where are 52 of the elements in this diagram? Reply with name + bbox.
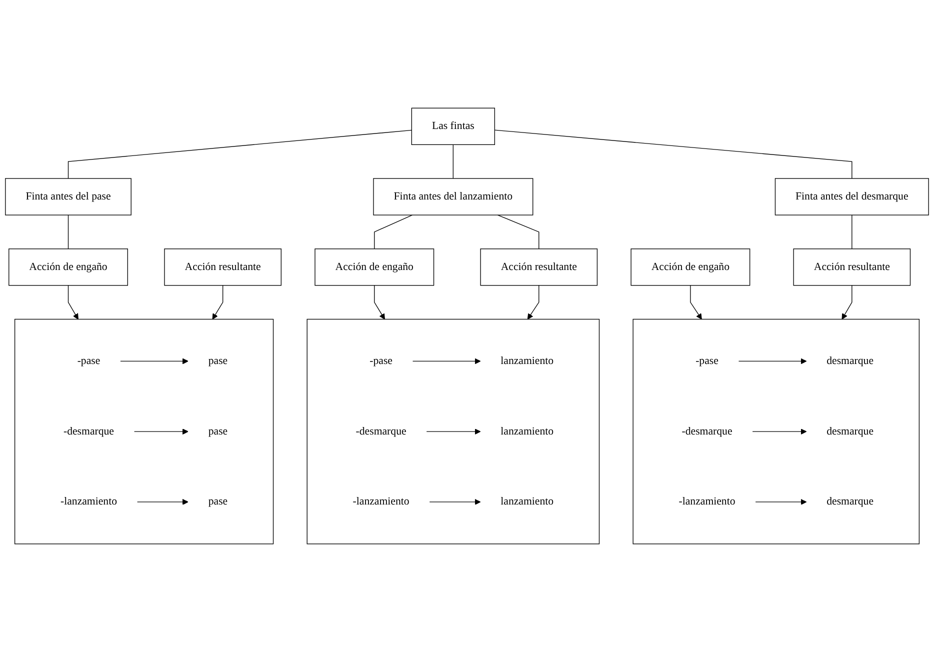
node-box [8,248,128,286]
node-text: -desmarque [63,425,114,437]
node-text: -lanzamiento [352,496,410,508]
node-text: desmarque [826,496,874,508]
node-text: lanzamiento [500,355,554,367]
connector [374,214,413,250]
cluster [306,318,600,544]
connector [452,144,454,179]
cluster [632,318,920,544]
node-box [793,248,911,286]
connector [497,214,540,250]
connector [494,130,852,179]
node-box [164,248,282,286]
arrow [752,428,807,435]
arrow [426,428,481,435]
node-text: pase [208,355,228,367]
arrow [738,358,807,364]
node-text: lanzamiento [500,496,554,508]
arrow [842,285,852,320]
arrow [136,498,188,505]
node-text: -pase [370,355,392,367]
node-text: desmarque [826,355,874,367]
arrow [68,285,78,320]
node-text: pase [208,496,228,508]
node-box [480,248,598,286]
arrow [755,498,807,505]
arrow [134,428,188,435]
connector [68,214,69,250]
arrow [412,358,481,364]
node-text: -pase [696,355,718,367]
node-text: desmarque [826,425,874,437]
node-text: pase [208,425,228,437]
arrow [212,285,224,320]
node-text: -desmarque [682,425,732,437]
node-text: -lanzamiento [60,496,117,508]
node-box [630,248,750,286]
node-box [5,178,132,216]
node-box [774,178,929,216]
arrow [374,285,385,320]
cluster [14,318,274,544]
node-text: -desmarque [356,425,406,437]
node-text: -pase [77,355,100,367]
arrow [527,285,540,320]
node-text: lanzamiento [500,425,554,437]
arrow [120,358,188,364]
node-box [373,178,534,216]
node-box [411,108,495,145]
node-text: -lanzamiento [678,496,736,508]
arrow [690,285,702,320]
connector [68,130,412,179]
arrow [429,498,481,505]
node-box [314,248,434,286]
